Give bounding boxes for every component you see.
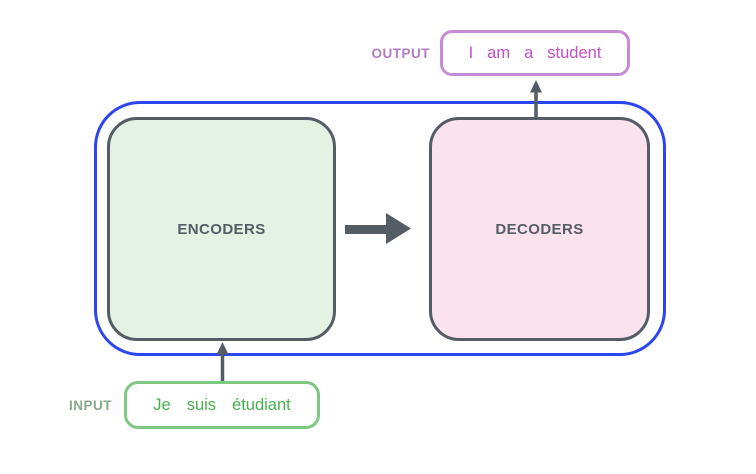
input-token-box: Je suis étudiant (124, 381, 320, 429)
decoders-label: DECODERS (495, 220, 584, 238)
input-label: INPUT (69, 398, 112, 413)
output-token: I (468, 43, 474, 62)
output-token-box: I am a student (440, 30, 630, 76)
transformer-frame (94, 101, 666, 356)
encoders-block: ENCODERS (107, 117, 336, 341)
input-token: étudiant (232, 395, 291, 414)
encoders-label: ENCODERS (177, 220, 266, 238)
output-label: OUTPUT (371, 46, 430, 61)
input-token: suis (186, 395, 217, 414)
decoders-block: DECODERS (429, 117, 650, 341)
input-token: Je (153, 395, 171, 414)
output-token: a (524, 43, 534, 62)
output-token: am (487, 43, 511, 62)
output-token: student (547, 43, 602, 62)
